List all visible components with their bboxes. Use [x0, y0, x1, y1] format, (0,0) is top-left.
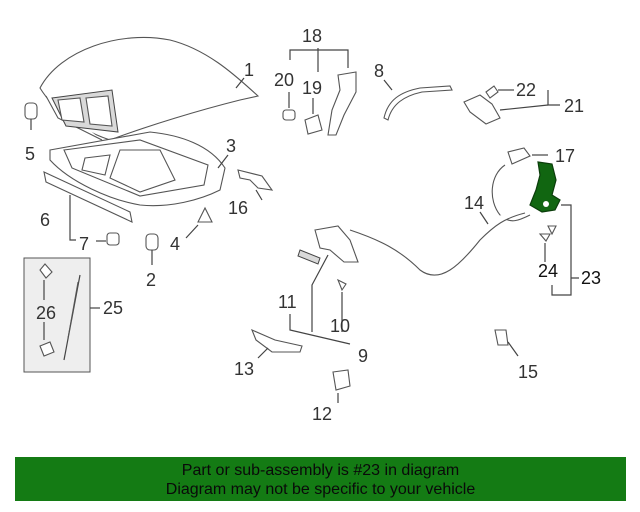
lock-assembly-9 — [289, 225, 359, 345]
callout-19: 19 — [302, 78, 322, 98]
callout-15: 15 — [518, 362, 538, 382]
callout-4: 4 — [170, 234, 180, 254]
callout-24: 24 — [538, 261, 558, 281]
part-8-weatherstrip — [383, 79, 453, 121]
release-cable-part-14 — [349, 164, 531, 276]
banner-line-2: Diagram may not be specific to your vehi… — [165, 481, 476, 498]
callout-10: 10 — [330, 316, 350, 336]
callout-2: 2 — [146, 270, 156, 290]
part-21-22 — [463, 85, 560, 125]
callout-3: 3 — [226, 136, 236, 156]
callout-16: 16 — [228, 198, 248, 218]
callout-23-bracket — [551, 204, 579, 296]
hood-inner-panel-part — [49, 131, 226, 207]
part-17 — [507, 147, 548, 165]
part-12 — [332, 369, 351, 403]
callout-22: 22 — [516, 80, 536, 100]
hood-part — [39, 36, 260, 141]
hood-lock-highlight-part-23 — [529, 161, 561, 213]
callout-1: 1 — [244, 60, 254, 80]
gas-strut-group-25 — [23, 257, 100, 373]
hinge-group — [282, 48, 357, 136]
parts-diagram: 1 2 3 4 5 6 7 8 9 10 11 12 13 14 15 16 1… — [23, 26, 601, 424]
part-7 — [96, 232, 120, 246]
banner-line-1: Part or sub-assembly is #23 in diagram — [181, 462, 460, 479]
callout-6: 6 — [40, 210, 50, 230]
callout-23: 23 — [581, 268, 601, 288]
vehicle-notice-banner: Part or sub-assembly is #23 in diagram D… — [15, 457, 626, 501]
callout-7: 7 — [79, 234, 89, 254]
part-24 — [538, 225, 557, 262]
callout-13: 13 — [234, 359, 254, 379]
callout-18: 18 — [302, 26, 322, 46]
part-13 — [250, 328, 303, 359]
callout-26: 26 — [36, 303, 56, 323]
callout-8: 8 — [374, 61, 384, 81]
callout-5: 5 — [25, 144, 35, 164]
callout-11: 11 — [278, 292, 297, 312]
callout-25: 25 — [103, 298, 123, 318]
callout-20: 20 — [274, 70, 294, 90]
callout-12: 12 — [312, 404, 332, 424]
part-6-strip — [43, 171, 133, 241]
part-4 — [185, 206, 213, 239]
part-2 — [145, 233, 159, 265]
part-5 — [24, 102, 38, 130]
callout-9: 9 — [358, 346, 368, 366]
callout-17: 17 — [555, 146, 575, 166]
part-15 — [494, 329, 519, 357]
callout-14: 14 — [464, 193, 484, 213]
callout-21: 21 — [564, 96, 584, 116]
part-16 — [237, 169, 274, 201]
